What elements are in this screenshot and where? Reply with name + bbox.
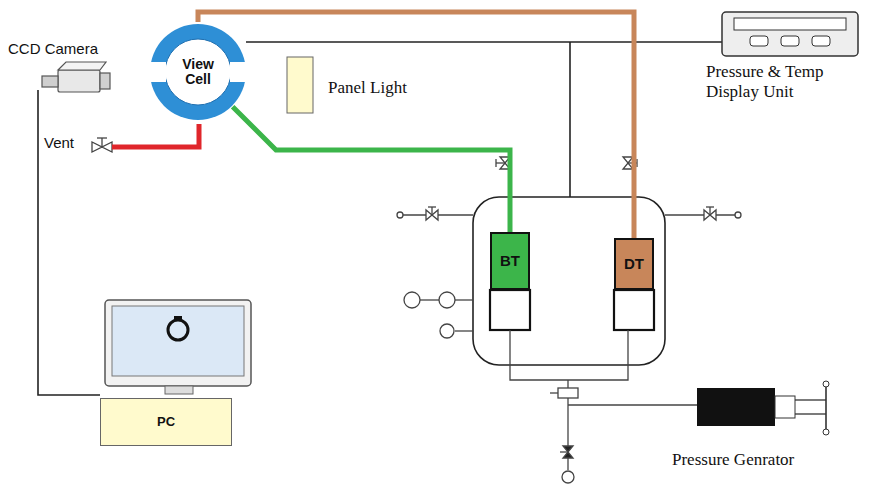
fluid-line [198, 12, 634, 238]
device-label: Vent [44, 134, 74, 152]
device-label: Panel Light [328, 78, 407, 98]
vent-valve [92, 138, 112, 152]
tank-piston [614, 290, 654, 330]
node-text: DT [624, 256, 644, 273]
fluid-line [233, 107, 510, 232]
wiring [38, 42, 722, 395]
node-text: PC [157, 415, 175, 429]
tank-piston [490, 290, 530, 330]
valves [397, 157, 741, 483]
sensor-cable [246, 41, 722, 43]
device-label: Pressure Genrator [672, 450, 794, 470]
node-text: BT [500, 253, 520, 270]
pc-monitor [105, 300, 251, 394]
panel-light [287, 57, 313, 113]
drop-tank: DT [614, 238, 654, 290]
ccd-camera [42, 62, 110, 92]
buffer-tank: BT [490, 232, 530, 290]
camera-cable [38, 90, 100, 395]
device-label: Pressure & Temp Display Unit [706, 62, 866, 103]
display-unit [722, 12, 858, 56]
device-label: CCD Camera [8, 40, 98, 58]
sensor-branch [569, 42, 571, 197]
view-cell: View Cell [148, 22, 248, 122]
pressure-generator [697, 381, 829, 435]
vent-line [112, 124, 199, 147]
pc-unit: PC [100, 398, 232, 446]
node-text: View Cell [173, 57, 223, 88]
